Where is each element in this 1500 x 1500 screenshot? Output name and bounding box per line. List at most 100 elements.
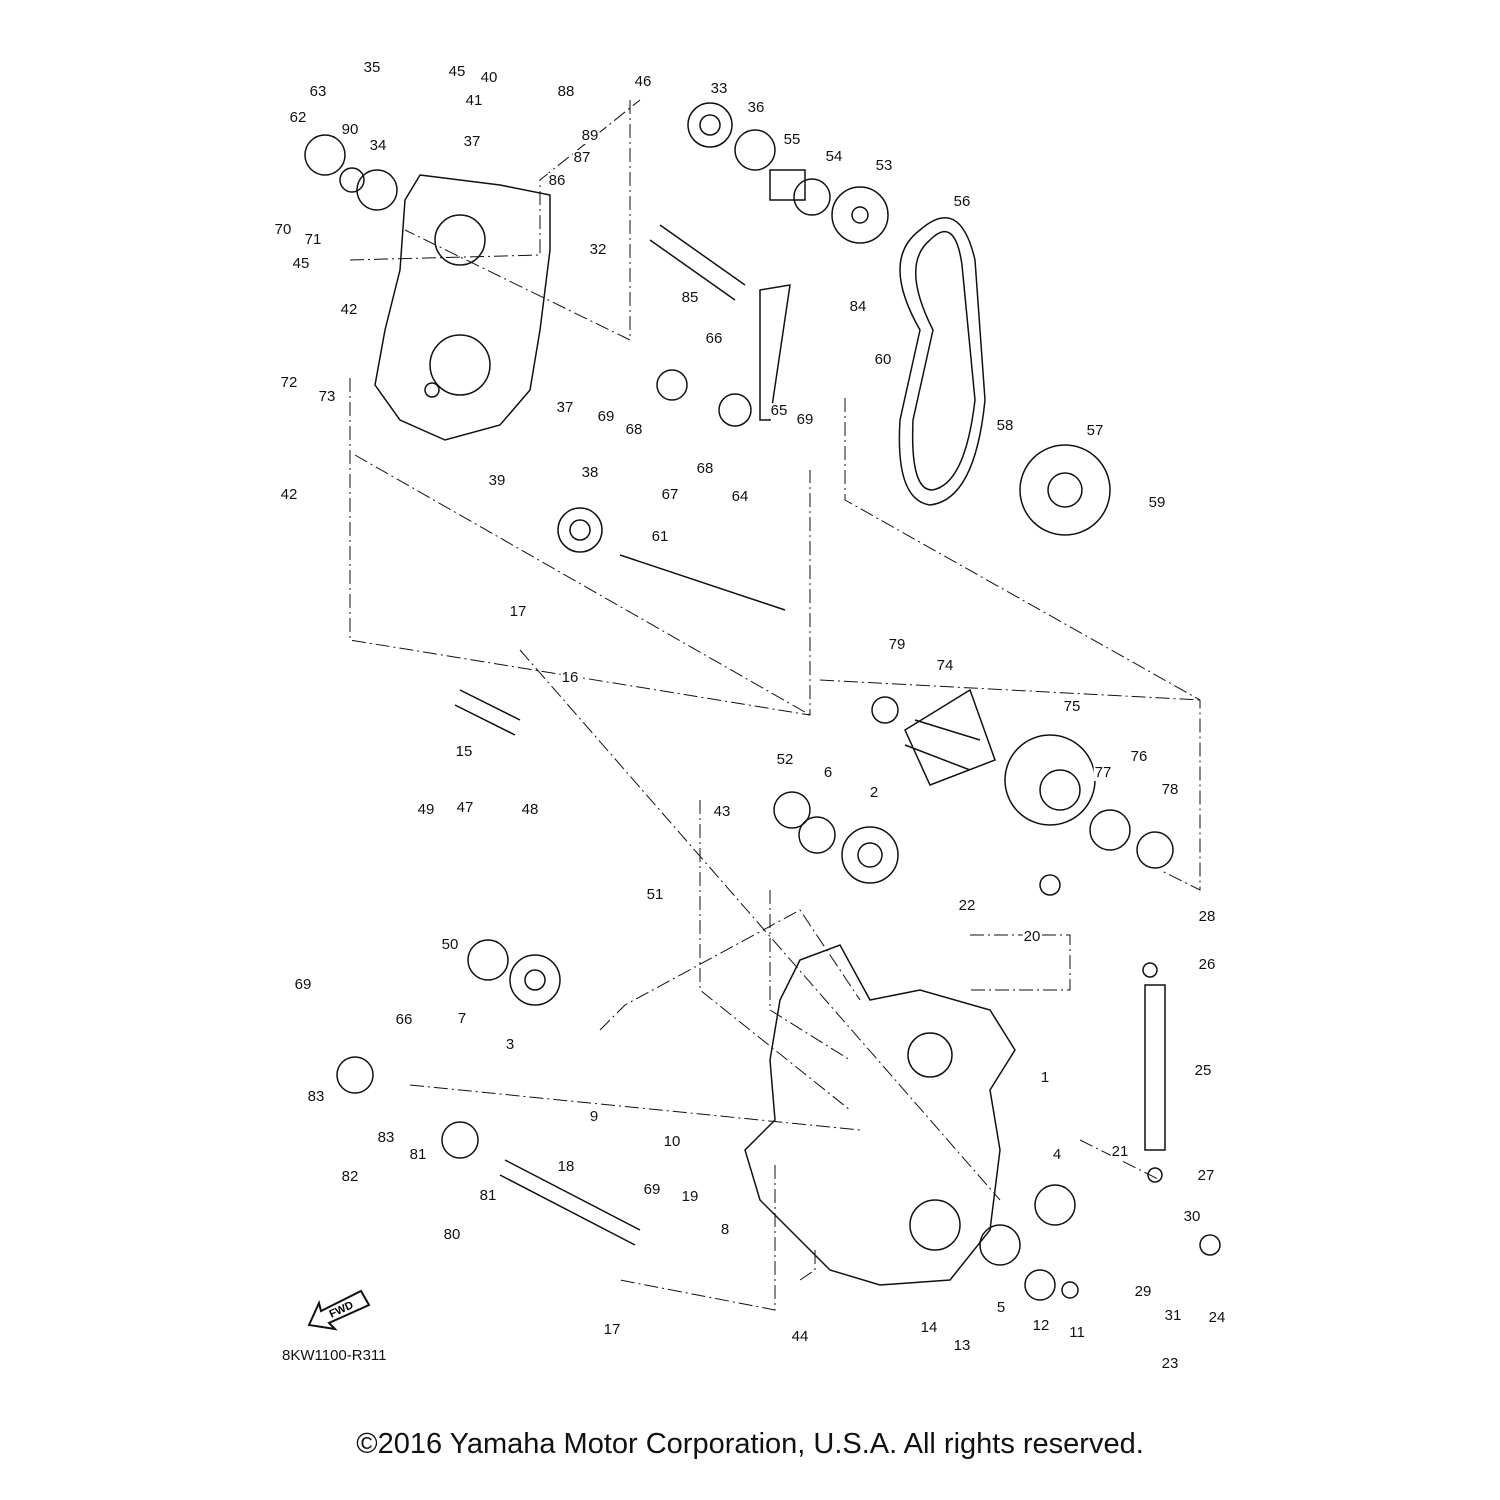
- part-callout-33[interactable]: 33: [709, 80, 729, 97]
- part-callout-42[interactable]: 42: [339, 301, 359, 318]
- part-callout-90[interactable]: 90: [340, 121, 360, 138]
- part-callout-29[interactable]: 29: [1133, 1283, 1153, 1300]
- part-callout-28[interactable]: 28: [1197, 908, 1217, 925]
- part-callout-49[interactable]: 49: [416, 801, 436, 818]
- part-callout-74[interactable]: 74: [935, 657, 955, 674]
- part-callout-81[interactable]: 81: [478, 1187, 498, 1204]
- part-callout-17[interactable]: 17: [508, 603, 528, 620]
- part-callout-26[interactable]: 26: [1197, 956, 1217, 973]
- part-callout-22[interactable]: 22: [957, 897, 977, 914]
- part-callout-5[interactable]: 5: [995, 1299, 1007, 1316]
- part-callout-60[interactable]: 60: [873, 351, 893, 368]
- part-callout-24[interactable]: 24: [1207, 1309, 1227, 1326]
- part-callout-83[interactable]: 83: [306, 1088, 326, 1105]
- part-callout-79[interactable]: 79: [887, 636, 907, 653]
- part-callout-46[interactable]: 46: [633, 73, 653, 90]
- part-callout-61[interactable]: 61: [650, 528, 670, 545]
- part-callout-66[interactable]: 66: [704, 330, 724, 347]
- part-callout-63[interactable]: 63: [308, 83, 328, 100]
- part-callout-6[interactable]: 6: [822, 764, 834, 781]
- part-callout-77[interactable]: 77: [1093, 764, 1113, 781]
- part-callout-8[interactable]: 8: [719, 1221, 731, 1238]
- part-callout-15[interactable]: 15: [454, 743, 474, 760]
- part-callout-70[interactable]: 70: [273, 221, 293, 238]
- part-callout-71[interactable]: 71: [303, 231, 323, 248]
- part-callout-35[interactable]: 35: [362, 59, 382, 76]
- part-callout-17[interactable]: 17: [602, 1321, 622, 1338]
- part-callout-51[interactable]: 51: [645, 886, 665, 903]
- part-callout-88[interactable]: 88: [556, 83, 576, 100]
- part-callout-10[interactable]: 10: [662, 1133, 682, 1150]
- part-callout-53[interactable]: 53: [874, 157, 894, 174]
- part-callout-2[interactable]: 2: [868, 784, 880, 801]
- part-callout-14[interactable]: 14: [919, 1319, 939, 1336]
- part-callout-1[interactable]: 1: [1039, 1069, 1051, 1086]
- part-callout-83[interactable]: 83: [376, 1129, 396, 1146]
- part-callout-56[interactable]: 56: [952, 193, 972, 210]
- part-callout-43[interactable]: 43: [712, 803, 732, 820]
- part-callout-62[interactable]: 62: [288, 109, 308, 126]
- part-callout-75[interactable]: 75: [1062, 698, 1082, 715]
- part-callout-7[interactable]: 7: [456, 1010, 468, 1027]
- part-callout-48[interactable]: 48: [520, 801, 540, 818]
- part-callout-19[interactable]: 19: [680, 1188, 700, 1205]
- part-callout-30[interactable]: 30: [1182, 1208, 1202, 1225]
- part-callout-37[interactable]: 37: [462, 133, 482, 150]
- part-callout-69[interactable]: 69: [596, 408, 616, 425]
- part-callout-81[interactable]: 81: [408, 1146, 428, 1163]
- part-callout-3[interactable]: 3: [504, 1036, 516, 1053]
- part-callout-69[interactable]: 69: [642, 1181, 662, 1198]
- part-callout-55[interactable]: 55: [782, 131, 802, 148]
- part-callout-36[interactable]: 36: [746, 99, 766, 116]
- part-callout-76[interactable]: 76: [1129, 748, 1149, 765]
- part-callout-78[interactable]: 78: [1160, 781, 1180, 798]
- part-callout-32[interactable]: 32: [588, 241, 608, 258]
- part-callout-80[interactable]: 80: [442, 1226, 462, 1243]
- part-callout-68[interactable]: 68: [695, 460, 715, 477]
- part-callout-54[interactable]: 54: [824, 148, 844, 165]
- part-callout-73[interactable]: 73: [317, 388, 337, 405]
- part-callout-44[interactable]: 44: [790, 1328, 810, 1345]
- part-callout-9[interactable]: 9: [588, 1108, 600, 1125]
- part-callout-42[interactable]: 42: [279, 486, 299, 503]
- part-callout-4[interactable]: 4: [1051, 1146, 1063, 1163]
- part-callout-47[interactable]: 47: [455, 799, 475, 816]
- part-callout-27[interactable]: 27: [1196, 1167, 1216, 1184]
- part-callout-12[interactable]: 12: [1031, 1317, 1051, 1334]
- part-callout-13[interactable]: 13: [952, 1337, 972, 1354]
- part-callout-89[interactable]: 89: [580, 127, 600, 144]
- part-callout-69[interactable]: 69: [293, 976, 313, 993]
- part-callout-31[interactable]: 31: [1163, 1307, 1183, 1324]
- part-callout-40[interactable]: 40: [479, 69, 499, 86]
- part-callout-87[interactable]: 87: [572, 149, 592, 166]
- part-callout-41[interactable]: 41: [464, 92, 484, 109]
- part-callout-69[interactable]: 69: [795, 411, 815, 428]
- part-callout-25[interactable]: 25: [1193, 1062, 1213, 1079]
- part-callout-21[interactable]: 21: [1110, 1143, 1130, 1160]
- part-callout-66[interactable]: 66: [394, 1011, 414, 1028]
- part-callout-34[interactable]: 34: [368, 137, 388, 154]
- part-callout-38[interactable]: 38: [580, 464, 600, 481]
- part-callout-59[interactable]: 59: [1147, 494, 1167, 511]
- part-callout-18[interactable]: 18: [556, 1158, 576, 1175]
- part-callout-23[interactable]: 23: [1160, 1355, 1180, 1372]
- part-callout-84[interactable]: 84: [848, 298, 868, 315]
- part-callout-45[interactable]: 45: [291, 255, 311, 272]
- part-callout-45[interactable]: 45: [447, 63, 467, 80]
- part-callout-82[interactable]: 82: [340, 1168, 360, 1185]
- part-callout-68[interactable]: 68: [624, 421, 644, 438]
- part-callout-52[interactable]: 52: [775, 751, 795, 768]
- part-callout-85[interactable]: 85: [680, 289, 700, 306]
- part-callout-67[interactable]: 67: [660, 486, 680, 503]
- part-callout-72[interactable]: 72: [279, 374, 299, 391]
- part-callout-64[interactable]: 64: [730, 488, 750, 505]
- part-callout-11[interactable]: 11: [1068, 1324, 1086, 1341]
- part-callout-65[interactable]: 65: [769, 402, 789, 419]
- part-callout-20[interactable]: 20: [1022, 928, 1042, 945]
- part-callout-37[interactable]: 37: [555, 399, 575, 416]
- part-callout-86[interactable]: 86: [547, 172, 567, 189]
- part-callout-39[interactable]: 39: [487, 472, 507, 489]
- part-callout-58[interactable]: 58: [995, 417, 1015, 434]
- part-callout-50[interactable]: 50: [440, 936, 460, 953]
- part-callout-57[interactable]: 57: [1085, 422, 1105, 439]
